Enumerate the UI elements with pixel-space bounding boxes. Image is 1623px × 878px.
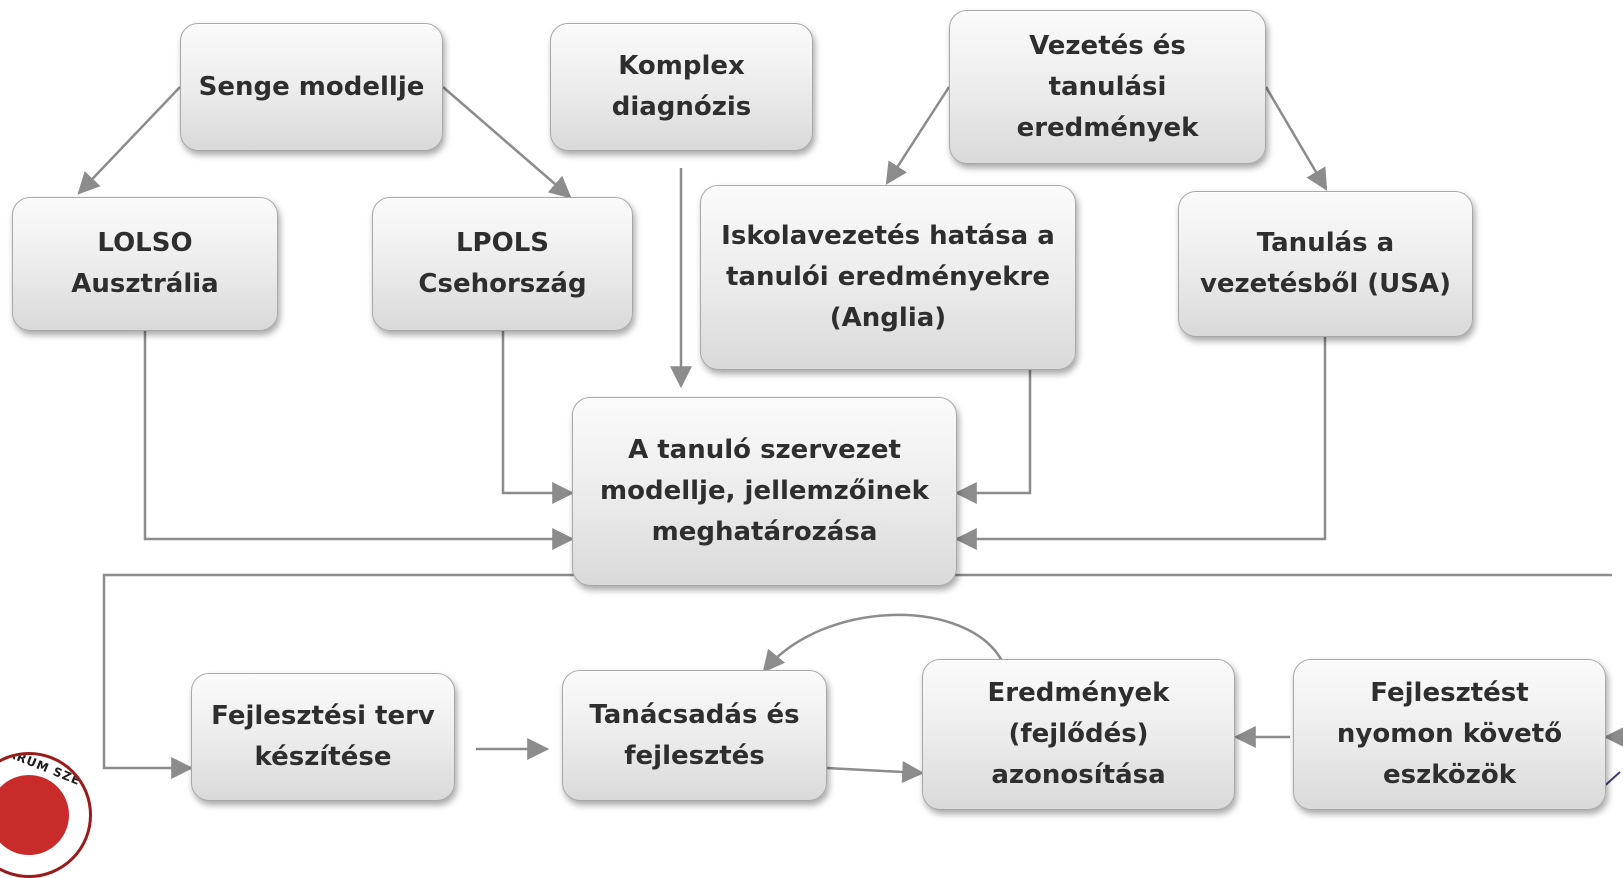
node-tanulas-a-vezetesbol: Tanulás a vezetésből (USA) (1178, 191, 1473, 337)
connector-iskolavezetes-to-center (954, 370, 1032, 504)
connector-lpols-to-center (501, 331, 575, 504)
node-tanulo-szervezet-modellje: A tanuló szervezet modellje, jellemzőine… (572, 397, 957, 586)
node-iskolavezetes-hatasa: Iskolavezetés hatása a tanulói eredménye… (700, 185, 1076, 370)
node-lpols-csehorszag: LPOLS Csehország (372, 197, 633, 331)
node-senge-modellje: Senge modellje (180, 23, 443, 151)
arrow-senge-to-lolso (77, 86, 181, 195)
arrow-tanacsadas-to-eredmenyek (826, 760, 925, 783)
connector-tanulas-to-center (954, 337, 1327, 550)
seal-emblem (0, 775, 69, 855)
connector-lolso-to-center (143, 331, 575, 550)
node-fejlesztesi-terv-keszitese: Fejlesztési terv készítése (191, 673, 455, 801)
node-vezetes-es-tanulasi-eredmenyek: Vezetés és tanulási eredmények (949, 10, 1266, 164)
node-eredmenyek-azonositasa: Eredmények (fejlődés) azonosítása (922, 659, 1235, 810)
node-tanacsadas-es-fejlesztes: Tanácsadás és fejlesztés (562, 670, 827, 801)
arrow-vezetes-to-tanulas (1264, 86, 1328, 191)
arrow-vezetes-to-iskolavezetes (885, 86, 951, 185)
node-lolso-ausztralia: LOLSO Ausztrália (12, 197, 278, 331)
node-fejlesztest-nyomon-koveto-eszkozok: Fejlesztést nyomon követő eszközök (1293, 659, 1606, 810)
arrow-senge-to-lpols (442, 86, 572, 199)
node-komplex-diagnozis: Komplex diagnózis (550, 23, 813, 151)
arrow-eredmenyek-to-tanacsadas (762, 613, 1004, 673)
